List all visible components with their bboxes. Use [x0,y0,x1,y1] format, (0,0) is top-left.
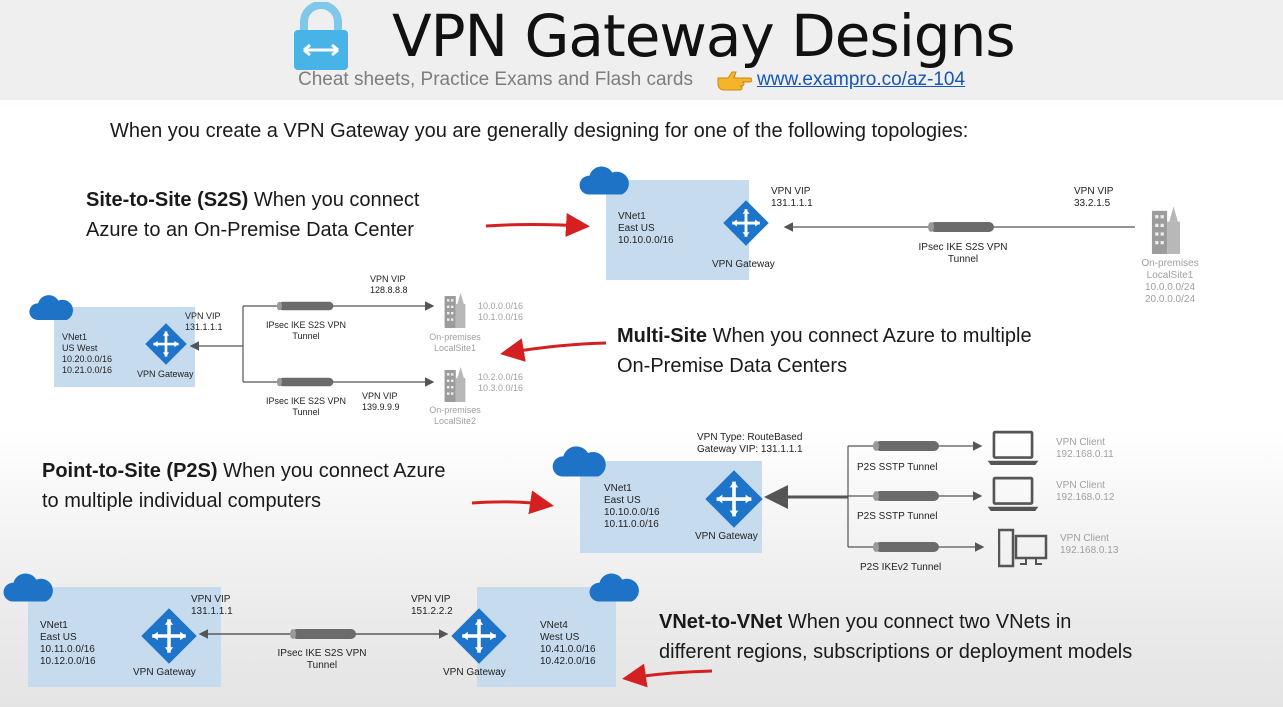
exampro-link[interactable]: www.exampro.co/az-104 [757,69,966,90]
p2s-heading: Point-to-Site (P2S) [42,460,218,482]
s2s-heading: Site-to-Site (S2S) [86,189,249,211]
p2s-tunnel1-icon [873,441,939,451]
p2s-line1: When you connect Azure [223,460,446,482]
multisite-cloud-icon [29,295,74,320]
v2v-red-arrow [622,663,713,688]
v2v-heading: VNet-to-VNet [659,611,783,633]
p2s-tunnel3-label: P2S IKEv2 Tunnel [860,562,942,573]
s2s-line2: Azure to an On-Premise Data Center [86,219,414,241]
page-subtitle: Cheat sheets, Practice Exams and Flash c… [298,69,693,90]
s2s-gateway-icon [723,200,769,246]
s2s-onprem-building-icon [1151,206,1181,254]
s2s-tunnel-icon [928,222,994,232]
p2s-client1-laptop-icon [986,430,1040,466]
s2s-description: Site-to-Site (S2S) When you connect Azur… [86,185,419,245]
v2v-cloud1-icon [3,573,53,602]
intro-text: When you create a VPN Gateway you are ge… [110,120,969,142]
p2s-gateway-label: VPN Gateway [695,531,758,542]
page-title: VPN Gateway Designs [392,2,1016,70]
p2s-tunnel2-icon [873,491,939,501]
s2s-vnet-box [606,180,749,280]
p2s-cloud-icon [552,446,606,477]
s2s-line1: When you connect [253,189,420,211]
v2v-cloud4-icon [589,573,639,602]
pointing-hand-icon [717,71,752,91]
multisite-tunnel-top-icon [276,301,334,311]
multisite-site2-building-icon [444,366,466,402]
v2v-tunnel-icon [290,629,356,639]
multisite-line1: When you connect Azure to multiple [712,325,1032,347]
p2s-gateway-icon [705,470,763,528]
v2v-gateway1-label: VPN Gateway [133,667,196,678]
p2s-line2: to multiple individual computers [42,490,322,512]
lock-icon [294,2,348,70]
p2s-tunnel2-label: P2S SSTP Tunnel [857,511,938,522]
header-band [0,0,1283,100]
s2s-cloud-icon [579,166,629,195]
v2v-description: VNet-to-VNet When you connect two VNets … [659,607,1132,667]
p2s-description: Point-to-Site (P2S) When you connect Azu… [42,456,445,516]
v2v-gateway1-icon [141,608,197,664]
multisite-tunnel-bottom-icon [276,377,334,387]
v2v-line2: different regions, subscriptions or depl… [659,641,1133,663]
multisite-gateway-icon [145,323,187,365]
p2s-client3-desktop-icon [998,528,1048,568]
p2s-tunnel1-label: P2S SSTP Tunnel [857,462,938,473]
p2s-tunnel3-icon [873,542,939,552]
v2v-gateway4-label: VPN Gateway [443,667,506,678]
multisite-red-arrow [500,338,607,362]
v2v-line1: When you connect two VNets in [787,611,1072,633]
p2s-red-arrow [471,490,554,515]
multisite-description: Multi-Site When you connect Azure to mul… [617,321,1032,381]
multisite-site1-building-icon [444,292,466,328]
s2s-gateway-label: VPN Gateway [712,259,775,270]
multisite-line2: On-Premise Data Centers [617,355,848,377]
multisite-heading: Multi-Site [617,325,707,347]
s2s-red-arrow [485,213,590,237]
v2v-gateway4-icon [451,608,507,664]
multisite-gateway-label: VPN Gateway [137,369,194,379]
p2s-client2-laptop-icon [986,476,1040,512]
